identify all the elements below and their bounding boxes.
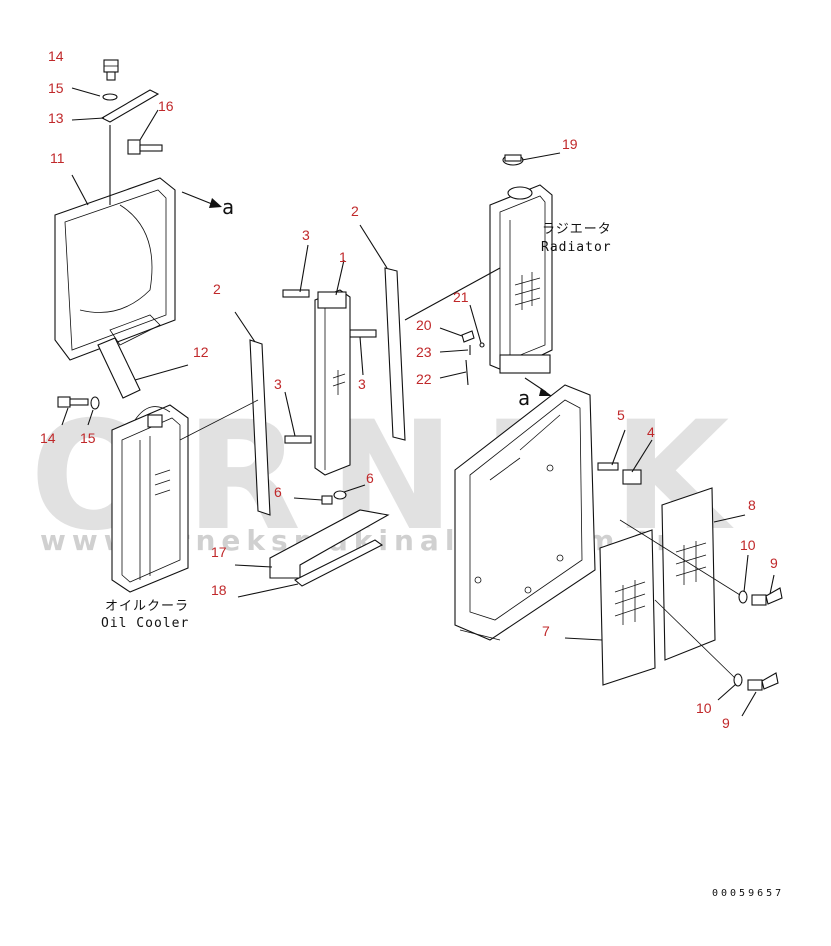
callout-19: 19 [562,136,578,152]
part-15-washer-lower [90,396,100,410]
arrow-a-top: a [181,191,234,219]
callout-13: 13 [48,110,64,126]
callout-4: 4 [647,424,655,440]
callout-8: 8 [748,497,756,513]
callout-14: 14 [48,48,64,64]
callout-14-lower: 14 [40,430,56,446]
part-14-bolt-top [103,59,119,81]
leader-lines [61,87,775,717]
callout-10-lower: 10 [696,700,712,716]
part-3-pin-a [282,289,310,298]
callout-17: 17 [211,544,227,560]
callout-3-right: 3 [358,376,366,392]
callout-15: 15 [48,80,64,96]
part-18-strip [294,539,384,587]
part-9-wingnut-lower [747,672,779,691]
callout-18: 18 [211,582,227,598]
oil-cooler [111,404,189,593]
callout-22: 22 [416,371,432,387]
callout-15-lower: 15 [80,430,96,446]
part-2-seal-left [249,339,271,516]
part-5-stud [597,462,619,471]
part-6-cap-b [333,490,347,500]
part-21-ring [479,342,485,348]
drawing-code: 00059657 [712,888,784,899]
oil-cooler-label-jp: オイルクーラ [105,599,189,614]
part-13-plate [100,89,160,123]
radiator-label-jp: ラジエータ [542,222,612,237]
part-20-clip [461,330,475,343]
part-19-cap [502,154,524,166]
part-3-pin-c [284,435,312,444]
callout-2-right: 2 [351,203,359,219]
callout-7: 7 [542,623,550,639]
callout-10-upper: 10 [740,537,756,553]
callout-11: 11 [50,150,65,166]
callout-6-left: 6 [274,484,282,500]
oil-cooler-label-en: Oil Cooler [101,616,189,631]
callout-2-left: 2 [213,281,221,297]
main-frame [454,384,596,641]
callout-3-left: 3 [274,376,282,392]
part-10-washer-upper [738,590,748,604]
callout-1: 1 [339,249,347,265]
callout-16: 16 [158,98,174,114]
part-11-fan-shroud [54,125,176,361]
callout-6-right: 6 [366,470,374,486]
part-22-rod [465,359,469,386]
callout-9-lower: 9 [722,715,730,731]
part-10-washer-lower [733,673,743,687]
callout-23: 23 [416,344,432,360]
callout-21: 21 [453,289,469,305]
callout-9-upper: 9 [770,555,778,571]
callout-12: 12 [193,344,209,360]
part-9-wingnut-upper [751,587,783,606]
callout-20: 20 [416,317,432,333]
part-16-bolt [127,139,163,155]
part-1-center-column [314,289,351,476]
part-17-block [269,509,390,579]
part-6-cap-a [321,495,333,505]
part-15-washer-top [102,93,118,101]
arrow-a-lower: a [518,377,552,410]
svg-text:a: a [518,386,530,410]
part-12-cover-plate [97,337,141,399]
callout-5: 5 [617,407,625,423]
part-7-screen [599,529,656,686]
callout-numbers: 14 15 13 16 11 12 14 15 3 1 2 2 3 3 6 6 … [40,48,778,731]
part-3-pin-b [349,329,377,338]
part-4-nut [622,469,642,485]
svg-text:a: a [222,195,234,219]
part-14-bolt-lower [57,396,89,408]
part-2-seal-right [384,267,406,441]
radiator [489,184,553,374]
callout-3-top: 3 [302,227,310,243]
radiator-label-en: Radiator [541,240,612,255]
